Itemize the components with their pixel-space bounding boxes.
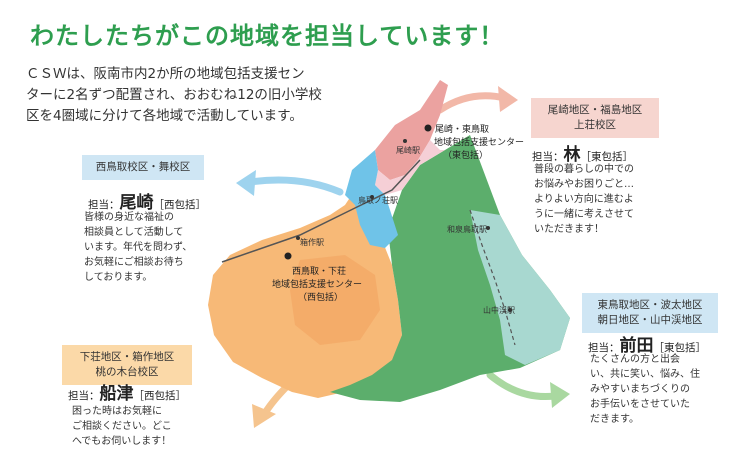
- railway: [221, 159, 421, 263]
- staff-role: 担当：: [68, 390, 100, 402]
- message-higashitottori: たくさんの方と出会 い、共に笑い、悩み、住 みやすいまちづくりの お手伝いをさせ…: [590, 352, 700, 427]
- area-label-higashitottori: 東鳥取地区・波太地区 朝日地区・山中渓地区: [582, 293, 718, 333]
- staff-office: ［東包括］: [580, 151, 634, 163]
- area-ozaki: [375, 80, 448, 180]
- message-line: お手伝いをさせていた: [590, 399, 690, 410]
- staff-name: 前田: [619, 336, 654, 356]
- station-label: 尾崎駅: [396, 145, 420, 155]
- area-label-text: 下荘地区・箱作地区: [79, 351, 175, 363]
- station-label: 鳥取ノ荘駅: [358, 195, 398, 205]
- arrow-north-east: [436, 92, 509, 114]
- staff-nishitottori: 担当：尾崎［西包括］: [88, 188, 206, 213]
- station-marker: [508, 308, 512, 312]
- railway-inland: [469, 209, 516, 346]
- area-west-inner: [290, 255, 380, 345]
- message-shimosho: 困った時はお気軽に ご相談ください。どこ へでもお伺いします！: [72, 404, 172, 449]
- staff-shimosho: 担当：船津［西包括］: [68, 379, 186, 404]
- arrow-north-east-head: [498, 86, 518, 112]
- arrow-west-head: [236, 170, 256, 196]
- area-label-ozaki: 尾崎地区・福島地区 上荘校区: [531, 98, 659, 138]
- message-nishitottori: 皆様の身近な福祉の 相談員として活動して います。年代を問わず、 お気軽にご相談…: [84, 210, 192, 285]
- area-label-text: 東鳥取地区・波太地区: [597, 299, 703, 311]
- staff-role: 担当：: [88, 199, 120, 211]
- center-east-marker: [424, 124, 432, 132]
- station-marker: [370, 195, 374, 199]
- staff-ozaki: 担当：林［東包括］: [532, 140, 633, 165]
- area-label-text: 尾崎地区・福島地区: [547, 104, 643, 116]
- area-east-southeast: [470, 210, 570, 365]
- center-west-label: 西鳥取・下荘: [292, 265, 346, 277]
- area-label-text: 西鳥取校区・舞校区: [95, 161, 191, 173]
- message-line: い、共に笑い、悩み、住: [590, 369, 700, 380]
- staff-name: 林: [563, 145, 581, 165]
- station-label: 箱作駅: [300, 237, 324, 247]
- message-line: 相談員として活動して: [84, 227, 184, 238]
- message-line: だきます。: [590, 414, 639, 425]
- center-west-marker: [284, 252, 292, 260]
- staff-office: ［西包括］: [153, 199, 207, 211]
- message-line: へでもお伺いします！: [72, 436, 172, 447]
- message-line: お悩みやお困りごと…: [534, 179, 634, 190]
- staff-role: 担当：: [532, 151, 564, 163]
- staff-role: 担当：: [588, 342, 620, 354]
- area-blue: [345, 150, 398, 248]
- station-marker: [296, 236, 300, 240]
- center-east-label: 地域包括支援センター: [434, 136, 524, 148]
- message-line: たくさんの方と出会: [590, 354, 680, 365]
- message-line: いただきます！: [534, 224, 604, 235]
- message-line: しております。: [84, 272, 153, 283]
- message-line: うに一緒に考えさせて: [534, 209, 634, 220]
- area-label-shimosho: 下荘地区・箱作地区 桃の木台校区: [62, 345, 192, 385]
- staff-name: 船津: [99, 384, 134, 404]
- center-west-label: （西包括）: [298, 291, 343, 303]
- message-line: 困った時はお気軽に: [72, 406, 162, 417]
- message-line: 皆様の身近な福祉の: [84, 212, 174, 223]
- message-line: みやすいまちづくりの: [590, 384, 690, 395]
- center-east-label: （東包括）: [443, 149, 488, 161]
- area-label-text: 朝日地区・山中渓地区: [597, 314, 703, 326]
- message-line: よりよい方向に進むよ: [534, 194, 634, 205]
- page-title: わたしたちがこの地域を担当しています！: [30, 22, 505, 50]
- arrow-south-east: [486, 371, 559, 401]
- station-marker: [486, 226, 490, 230]
- arrow-south-east-head: [550, 382, 570, 408]
- area-label-text: 上荘校区: [574, 119, 616, 131]
- station-label: 和泉鳥取駅: [447, 224, 487, 234]
- staff-name: 尾崎: [119, 193, 154, 213]
- area-label-nishitottori: 西鳥取校区・舞校区: [82, 155, 204, 180]
- staff-higashitottori: 担当：前田［東包括］: [588, 331, 706, 356]
- arrow-west: [246, 176, 344, 196]
- intro-line: 区を4圏域に分けて各地域で活動しています。: [26, 108, 303, 124]
- intro-text: ＣＳＷは、阪南市内2か所の地域包括支援セン ターに2名ずつ配置され、おおむね12…: [26, 64, 398, 127]
- message-ozaki: 普段の暮らしの中での お悩みやお困りごと… よりよい方向に進むよ うに一緒に考え…: [534, 162, 634, 237]
- station-label: 山中渓駅: [483, 305, 515, 315]
- message-line: います。年代を問わず、: [84, 242, 193, 253]
- staff-office: ［西包括］: [133, 390, 187, 402]
- center-east-label: 尾崎・東鳥取: [435, 123, 489, 135]
- message-line: ご相談ください。どこ: [72, 421, 172, 432]
- center-west-label: 地域包括支援センター: [272, 278, 362, 290]
- station-marker: [403, 139, 407, 143]
- area-fukushima: [375, 140, 445, 195]
- arrow-south-west-head: [252, 404, 276, 428]
- staff-office: ［東包括］: [653, 342, 707, 354]
- area-label-text: 桃の木台校区: [95, 366, 159, 378]
- intro-line: ターに2名ずつ配置され、おおむね12の旧小学校: [26, 87, 322, 103]
- message-line: お気軽にご相談お待ち: [84, 257, 184, 268]
- intro-line: ＣＳＷは、阪南市内2か所の地域包括支援セン: [26, 66, 305, 82]
- message-line: 普段の暮らしの中での: [534, 164, 634, 175]
